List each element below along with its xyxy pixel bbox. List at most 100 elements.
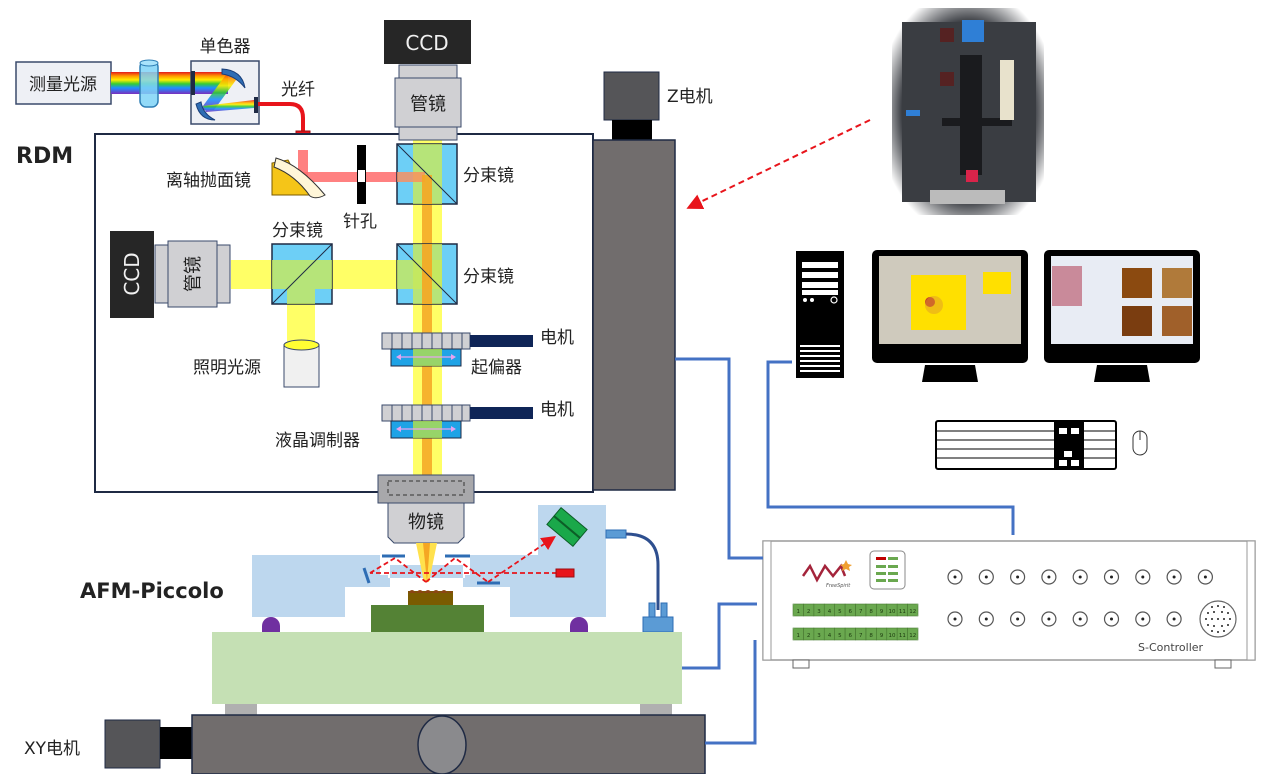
multi-pin-connector[interactable] bbox=[1199, 600, 1237, 638]
photodetector bbox=[546, 506, 588, 548]
terminal-number: 6 bbox=[849, 633, 853, 639]
polarizer-label: 起偏器 bbox=[471, 358, 522, 378]
terminal-number: 8 bbox=[869, 633, 873, 639]
bnc-ports bbox=[947, 569, 1214, 627]
laser-diode bbox=[555, 568, 575, 578]
terminal-number: 5 bbox=[838, 633, 842, 639]
polarizer-motor-label: 电机 bbox=[540, 328, 574, 348]
bnc-pin bbox=[1141, 617, 1145, 621]
rdm-label: RDM bbox=[16, 144, 73, 169]
fiber-port bbox=[605, 529, 627, 539]
afm-foot-left bbox=[262, 617, 280, 633]
lc-modulator-label: 液晶调制器 bbox=[275, 431, 360, 451]
xy-motor-label: XY电机 bbox=[24, 739, 80, 759]
terminal-number: 7 bbox=[859, 633, 863, 639]
setup-photo bbox=[892, 8, 1044, 215]
bnc-pin bbox=[1110, 617, 1113, 621]
pinhole-label: 针孔 bbox=[343, 212, 377, 232]
polarizer-motor-shaft bbox=[470, 335, 533, 347]
bnc-pin bbox=[1016, 617, 1020, 621]
terminal-number: 9 bbox=[880, 633, 884, 639]
terminal-number: 2 bbox=[807, 633, 811, 639]
terminal-number: 11 bbox=[899, 633, 906, 639]
top-ccd-camera: CCD bbox=[384, 20, 471, 64]
measure-source-label: 测量光源 bbox=[29, 75, 97, 95]
base-spacer-left bbox=[225, 704, 257, 716]
terminal-number: 6 bbox=[849, 609, 853, 615]
beam-splitter-left-label: 分束镜 bbox=[272, 221, 323, 241]
bnc-pin bbox=[1047, 575, 1051, 579]
pinhole: 针孔 bbox=[343, 145, 377, 232]
focus-cone-core bbox=[423, 543, 430, 582]
measure-light-source: 测量光源 bbox=[15, 61, 112, 105]
terminal-number: 8 bbox=[869, 609, 873, 615]
afm-cable bbox=[625, 532, 660, 610]
afm-mirrors bbox=[362, 554, 500, 585]
beam-splitter-middle-label: 分束镜 bbox=[463, 267, 514, 287]
z-motor-label: Z电机 bbox=[667, 87, 713, 107]
off-axis-mirror-label: 离轴抛面镜 bbox=[166, 171, 251, 191]
fiber-label: 光纤 bbox=[281, 80, 315, 100]
beam-splitter-top: 分束镜 bbox=[396, 143, 514, 205]
terminal-number: 12 bbox=[909, 633, 916, 639]
bnc-pin bbox=[953, 617, 957, 621]
z-motor: Z电机 bbox=[603, 71, 713, 140]
keyboard bbox=[935, 420, 1117, 470]
mouse bbox=[1132, 430, 1148, 456]
wire-pc-to-controller bbox=[766, 360, 1015, 535]
wire-xy-to-controller bbox=[705, 640, 757, 745]
bnc-pin bbox=[1203, 575, 1207, 579]
beam-splitter-top-label: 分束镜 bbox=[463, 166, 514, 186]
photo-pointer-arrow bbox=[686, 119, 871, 209]
fiber-beam-vertical bbox=[298, 150, 308, 178]
afm-connector bbox=[642, 602, 674, 633]
terminal-number: 1 bbox=[796, 609, 800, 615]
lc-motor-shaft bbox=[470, 407, 533, 419]
left-tube-lens: 管镜 bbox=[154, 240, 231, 308]
top-ccd-label: CCD bbox=[405, 31, 448, 55]
terminal-number: 3 bbox=[817, 609, 821, 615]
bnc-pin bbox=[1141, 575, 1145, 579]
lc-motor-label: 电机 bbox=[540, 400, 574, 420]
terminal-cell[interactable] bbox=[907, 627, 919, 641]
off-axis-parabolic-mirror: 离轴抛面镜 bbox=[166, 157, 326, 199]
wiring bbox=[675, 357, 1015, 745]
bnc-pin bbox=[1172, 575, 1176, 579]
bnc-pin bbox=[984, 575, 988, 579]
terminal-number: 4 bbox=[828, 609, 832, 615]
xy-motor: XY电机 bbox=[24, 719, 192, 769]
objective-lens: 物镜 bbox=[377, 474, 475, 544]
terminal-number: 3 bbox=[817, 633, 821, 639]
bnc-pin bbox=[1016, 575, 1020, 579]
afm-head-body bbox=[252, 505, 606, 617]
brand-name: FreeSpirit bbox=[826, 583, 851, 589]
terminal-number: 1 bbox=[796, 633, 800, 639]
xy-stage-knob bbox=[417, 715, 467, 774]
sample bbox=[408, 591, 453, 605]
bnc-pin bbox=[1078, 575, 1082, 579]
bnc-pin bbox=[1110, 575, 1113, 579]
afm-base bbox=[212, 632, 682, 704]
controller-name: S-Controller bbox=[1138, 641, 1204, 654]
wire-z-to-controller bbox=[675, 357, 763, 560]
liquid-crystal-modulator: 电机 液晶调制器 bbox=[275, 400, 574, 451]
terminal-number: 11 bbox=[899, 609, 906, 615]
illumination-beam bbox=[287, 300, 315, 345]
terminal-number: 5 bbox=[838, 609, 842, 615]
laser-path bbox=[369, 535, 557, 583]
sample-surface bbox=[408, 590, 453, 593]
optical-fiber bbox=[258, 102, 305, 135]
bnc-pin bbox=[984, 617, 988, 621]
rdm-enclosure bbox=[94, 133, 594, 493]
monitor-right bbox=[1044, 250, 1200, 382]
sample-stage bbox=[371, 605, 484, 633]
terminal-number: 10 bbox=[888, 633, 895, 639]
illumination-source-label: 照明光源 bbox=[193, 358, 261, 378]
terminal-cell[interactable] bbox=[907, 603, 919, 617]
left-ccd-label: CCD bbox=[120, 252, 144, 295]
z-stage-column bbox=[592, 139, 676, 491]
wire-afm-to-controller bbox=[682, 602, 757, 670]
bnc-pin bbox=[953, 575, 957, 579]
